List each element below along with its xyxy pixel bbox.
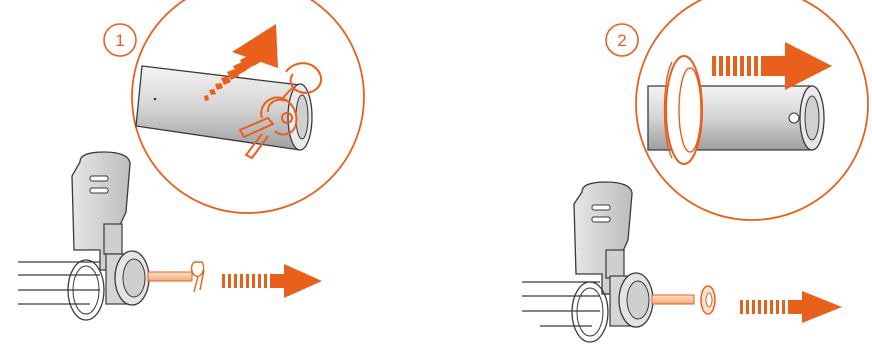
step-1-zoom-detail — [132, 0, 364, 213]
step-1-panel: 1 — [18, 0, 364, 320]
pull-arrow-icon — [740, 291, 842, 323]
washer-zoomed — [665, 56, 703, 164]
step-1-badge: 1 — [104, 24, 136, 56]
step-2-number: 2 — [617, 31, 626, 50]
step-2-badge: 2 — [606, 24, 638, 56]
step-2-panel: 2 — [522, 0, 868, 342]
step-1-number: 1 — [115, 31, 124, 50]
pull-arrow-icon — [222, 264, 322, 298]
step-2-zoom-detail — [636, 0, 868, 220]
